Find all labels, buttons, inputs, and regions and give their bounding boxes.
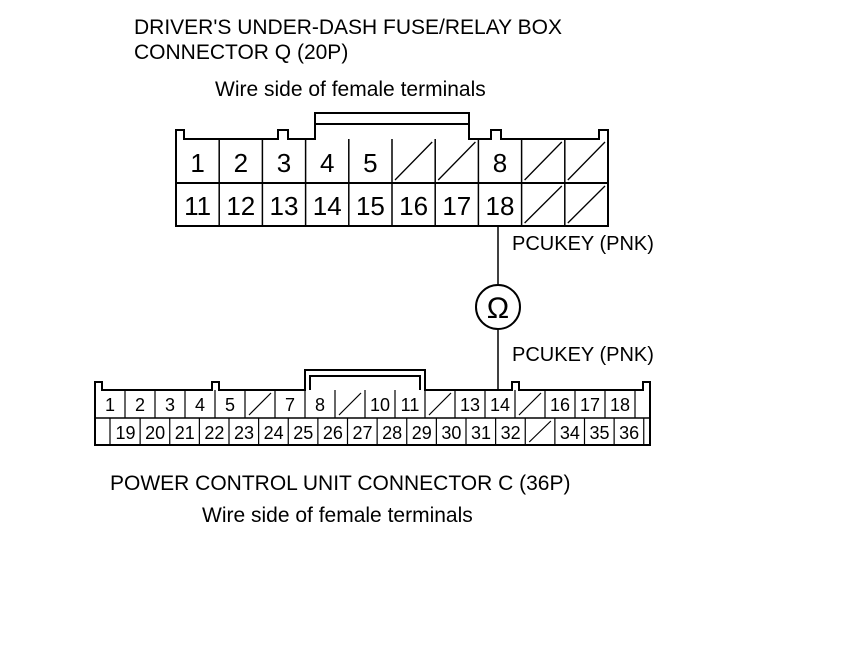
unused-cavity — [338, 392, 362, 416]
connector-c-subtitle: Wire side of female terminals — [202, 504, 473, 527]
terminal-25: 25 — [293, 423, 313, 443]
terminal-16: 16 — [399, 191, 428, 221]
unused-cavity — [428, 392, 452, 416]
terminal-11: 11 — [184, 191, 211, 221]
terminal-5: 5 — [363, 148, 377, 178]
terminal-23: 23 — [234, 423, 254, 443]
terminal-8: 8 — [493, 148, 507, 178]
terminal-15: 15 — [356, 191, 385, 221]
terminal-4: 4 — [195, 395, 205, 415]
terminal-19: 19 — [115, 423, 135, 443]
terminal-34: 34 — [560, 423, 580, 443]
unused-cavity — [567, 141, 606, 181]
terminal-20: 20 — [145, 423, 165, 443]
terminal-17: 17 — [442, 191, 471, 221]
connector-c-title: POWER CONTROL UNIT CONNECTOR C (36P) — [110, 472, 571, 495]
terminal-14: 14 — [313, 191, 342, 221]
terminal-1: 1 — [190, 148, 204, 178]
connector-c-lock-tab — [309, 375, 421, 390]
connector-q-title: DRIVER'S UNDER-DASH FUSE/RELAY BOX — [134, 16, 562, 39]
pcukey-wire — [475, 227, 521, 390]
unused-cavity — [518, 392, 542, 416]
wire-label-bottom: PCUKEY (PNK) — [512, 344, 654, 366]
terminal-21: 21 — [175, 423, 195, 443]
terminal-11: 11 — [401, 395, 420, 415]
unused-cavity — [437, 141, 476, 181]
terminal-4: 4 — [320, 148, 334, 178]
unused-cavity — [528, 420, 552, 443]
terminal-27: 27 — [352, 423, 372, 443]
unused-cavity — [567, 185, 606, 224]
connector-c — [94, 369, 651, 446]
wire-label-top: PCUKEY (PNK) — [512, 233, 654, 255]
terminal-30: 30 — [441, 423, 461, 443]
terminal-18: 18 — [486, 191, 515, 221]
terminal-36: 36 — [619, 423, 639, 443]
unused-cavity — [394, 141, 433, 181]
terminal-5: 5 — [225, 395, 235, 415]
terminal-2: 2 — [135, 395, 145, 415]
terminal-7: 7 — [285, 395, 295, 415]
terminal-12: 12 — [226, 191, 255, 221]
terminal-17: 17 — [580, 395, 600, 415]
connector-q-subtitle: Wire side of female terminals — [215, 78, 486, 101]
terminal-35: 35 — [589, 423, 609, 443]
ohmmeter-icon — [475, 284, 521, 330]
connector-q-outline — [175, 112, 609, 227]
terminal-10: 10 — [370, 395, 390, 415]
terminal-2: 2 — [234, 148, 248, 178]
terminal-3: 3 — [165, 395, 175, 415]
terminal-24: 24 — [264, 423, 284, 443]
terminal-1: 1 — [105, 395, 115, 415]
terminal-3: 3 — [277, 148, 291, 178]
connector-c-outline — [94, 369, 651, 446]
terminal-28: 28 — [382, 423, 402, 443]
terminal-22: 22 — [204, 423, 224, 443]
ohm-symbol: Ω — [487, 292, 509, 325]
terminal-32: 32 — [501, 423, 521, 443]
unused-cavity — [524, 185, 563, 224]
terminal-31: 31 — [471, 423, 491, 443]
connector-q-name: CONNECTOR Q (20P) — [134, 41, 349, 64]
terminal-29: 29 — [412, 423, 432, 443]
terminal-26: 26 — [323, 423, 343, 443]
terminal-13: 13 — [270, 191, 299, 221]
unused-cavity — [248, 392, 272, 416]
terminal-16: 16 — [550, 395, 570, 415]
terminal-13: 13 — [460, 395, 480, 415]
terminal-8: 8 — [315, 395, 325, 415]
terminal-18: 18 — [610, 395, 630, 415]
terminal-14: 14 — [490, 395, 510, 415]
unused-cavity — [524, 141, 563, 181]
